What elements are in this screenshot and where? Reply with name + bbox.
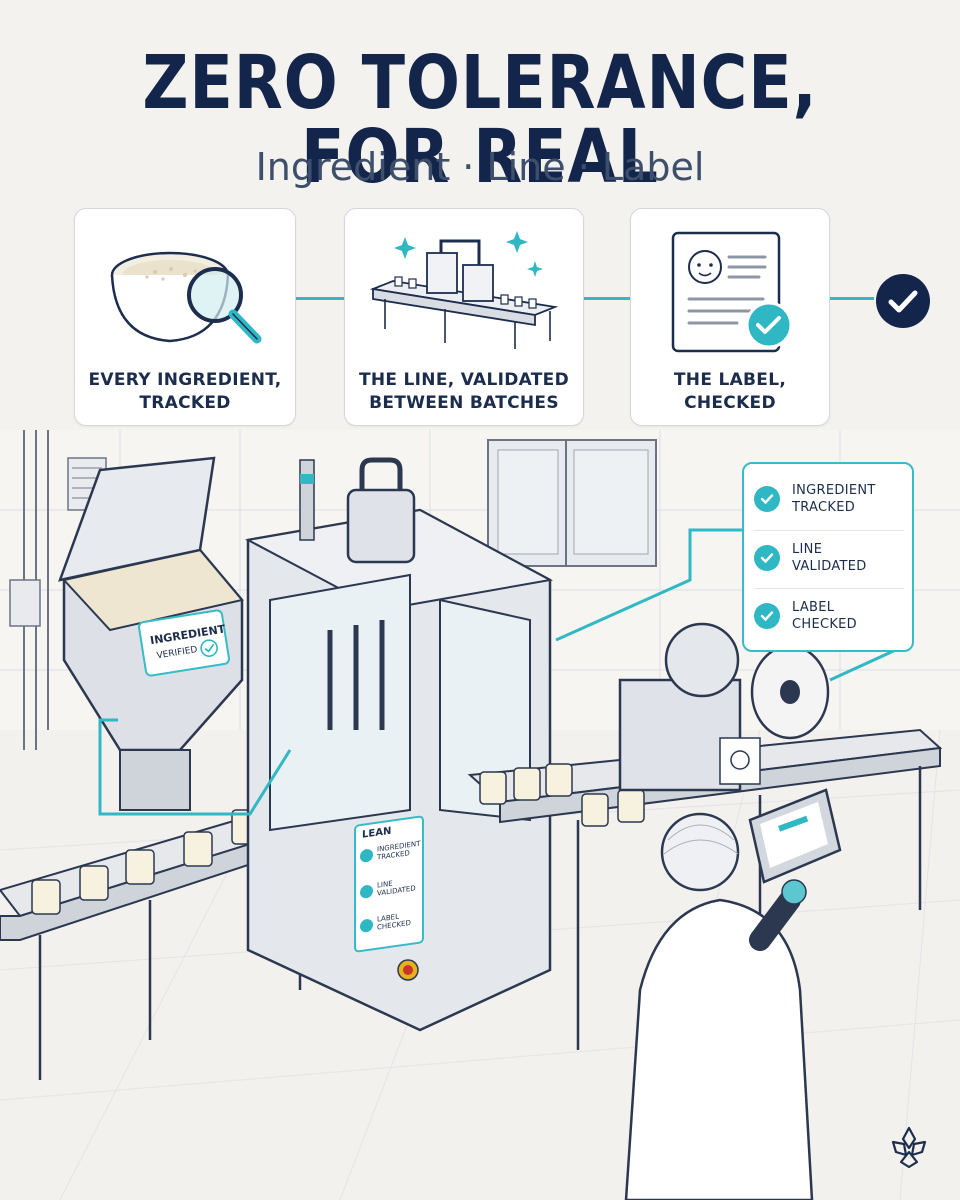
check-icon: [360, 847, 373, 863]
status-checklist: INGREDIENT TRACKED LINE VALIDATED LABEL …: [742, 462, 914, 652]
check-icon: [360, 883, 373, 899]
bowl-magnifier-icon: [110, 251, 262, 344]
brand-logo-icon: [891, 1126, 927, 1169]
checklist-item-label: LABEL CHECKED: [754, 588, 904, 643]
step-card-ingredient: EVERY INGREDIENT, TRACKED: [74, 208, 296, 426]
step-connector-1: [296, 297, 344, 300]
step-card-line: THE LINE, VALIDATED BETWEEN BATCHES: [344, 208, 584, 426]
hopper-ingredient-tag: INGREDIENT VERIFIED: [137, 608, 231, 678]
machine-control-panel: LEAN INGREDIENT TRACKED LINE VALIDATED L…: [354, 815, 424, 953]
step-card-label: THE LABEL, CHECKED: [630, 208, 830, 426]
step-connector-2: [584, 297, 630, 300]
label-document-icon: [671, 231, 793, 353]
step-label-ingredient: EVERY INGREDIENT, TRACKED: [88, 370, 282, 413]
checklist-item-line: LINE VALIDATED: [754, 530, 904, 585]
factory-scene-illustration: [0, 430, 960, 1200]
check-icon: [200, 639, 218, 657]
panel-item-ingredient: INGREDIENT TRACKED: [360, 840, 420, 864]
step-label-label: THE LABEL, CHECKED: [673, 370, 787, 413]
check-icon: [754, 545, 780, 571]
step-connector-3: [830, 297, 874, 300]
check-icon: [360, 917, 373, 933]
check-icon: [754, 603, 780, 629]
production-line-icon: [369, 231, 559, 349]
panel-item-label: LABEL CHECKED: [360, 911, 411, 934]
page-subtitle: Ingredient · Line · Label: [255, 145, 705, 189]
page-title: ZERO TOLERANCE, FOR REAL: [142, 40, 818, 200]
checklist-item-ingredient: INGREDIENT TRACKED: [754, 472, 904, 526]
step-label-line: THE LINE, VALIDATED BETWEEN BATCHES: [358, 370, 569, 413]
check-circle-icon: [876, 274, 930, 328]
panel-item-line: LINE VALIDATED: [360, 876, 416, 900]
check-icon: [754, 486, 780, 512]
